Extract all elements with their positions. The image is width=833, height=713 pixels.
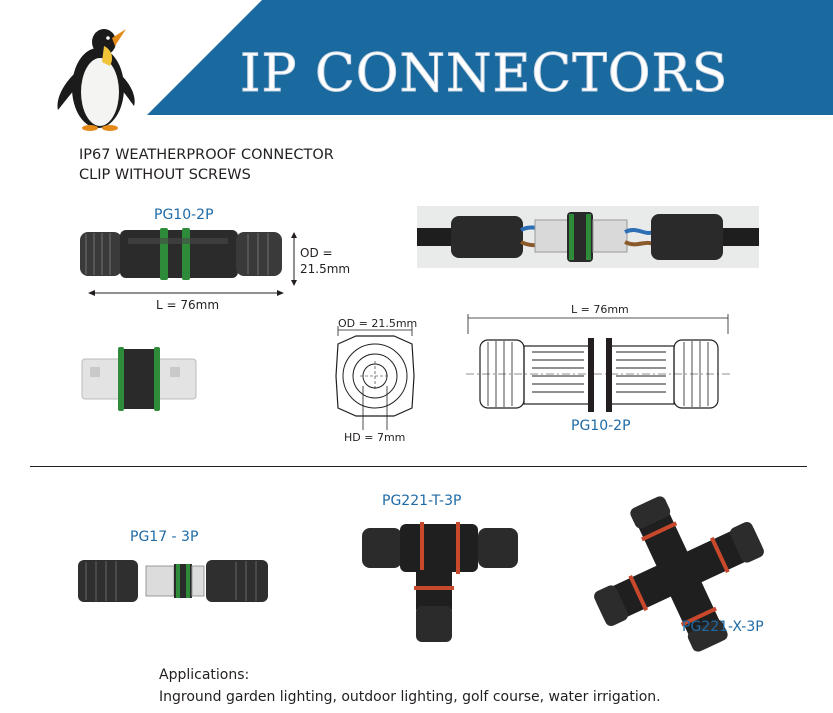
pg10-2p-label: PG10-2P [154, 207, 214, 223]
length-dimension-marker [88, 290, 284, 296]
pg10-2p-connector-image [80, 228, 282, 280]
applications-heading: Applications: [159, 667, 250, 683]
pg17-3p-connector-image [78, 560, 268, 602]
penguin-logo [57, 29, 135, 131]
pg221-t-3p-connector-image [362, 522, 518, 642]
wired-connector-image [417, 206, 759, 268]
od-label-2: 21.5mm [300, 262, 351, 276]
connector-side-view-drawing [466, 314, 730, 412]
drawing-length-label: L = 76mm [571, 303, 629, 316]
applications-text: Inground garden lighting, outdoor lighti… [159, 689, 661, 705]
pg221-t-3p-label: PG221-T-3P [382, 493, 462, 509]
intro-line-1: IP67 WEATHERPROOF CONNECTOR [79, 147, 334, 163]
drawing-product-label: PG10-2P [571, 418, 631, 434]
pg17-3p-label: PG17 - 3P [130, 529, 199, 545]
header-banner [147, 0, 833, 115]
drawing-od-label: OD = 21.5mm [338, 317, 418, 330]
terminal-block-image [81, 347, 197, 411]
length-label: L = 76mm [156, 298, 220, 312]
pg221-x-3p-label: PG221-X-3P [682, 619, 764, 635]
intro-text: IP67 WEATHERPROOF CONNECTOR CLIP WITHOUT… [79, 145, 334, 185]
connector-end-view-drawing [335, 326, 415, 430]
intro-line-2: CLIP WITHOUT SCREWS [79, 167, 251, 183]
drawing-hd-label: HD = 7mm [344, 431, 406, 444]
od-dimension-marker [291, 232, 297, 286]
pg221-x-3p-connector-image [594, 496, 764, 652]
section-divider [30, 466, 807, 467]
od-label-1: OD = [300, 246, 333, 260]
page-title: IP CONNECTORS [239, 44, 729, 105]
